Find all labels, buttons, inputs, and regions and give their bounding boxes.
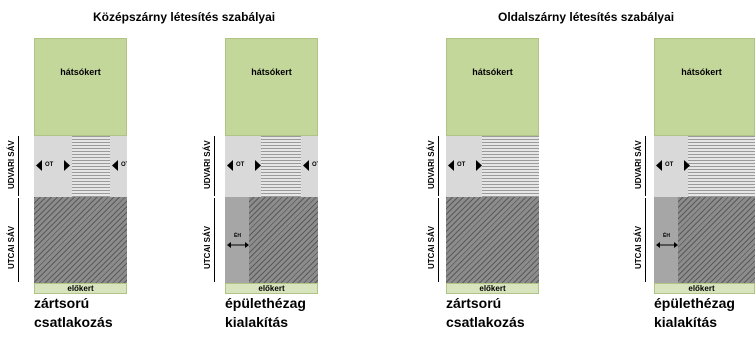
middle-wing-building [72,136,110,197]
yard-band-bracket-line [438,136,439,196]
building-gap-zone [225,197,249,283]
lot-caption-line2: kialakítás [225,314,289,330]
backyard-zone: hátsókert [654,38,755,136]
lot-caption-line1: épülethézag [654,295,735,311]
building-gap-label: ÉH [663,233,670,239]
lot-middle-wing-building-gap: hátsókert OT OT ÉH előkert [225,38,318,294]
frontyard-zone: előkert [34,283,127,294]
setback-marker-label: OT [457,162,466,168]
setback-arrow-left: OT [36,160,70,171]
middle-wing-building [261,136,301,197]
setback-marker-label: OT [665,162,674,168]
lot-caption-line2: csatlakozás [446,314,525,330]
frontyard-label: előkert [67,284,94,293]
frontyard-zone: előkert [446,283,539,294]
setback-marker-label: OT [236,162,245,168]
frontyard-zone: előkert [225,283,318,294]
lot-side-wing-building-gap: hátsókert OT ÉH előkert [654,38,755,294]
yard-band-bracket-line [18,136,19,196]
backyard-zone: hátsókert [225,38,318,136]
setback-marker-label: OT [121,162,127,168]
setback-arrow-left: OT [656,160,690,171]
lot-caption-line1: zártsorú [34,295,90,311]
yard-band-bracket-line [214,136,215,196]
setback-marker-label: OT [312,162,318,168]
lot-caption-line1: épülethézag [225,295,306,311]
backyard-label: hátsókert [681,67,722,77]
yard-band-bracket-line [645,136,646,196]
street-band-label: UTCAI SÁV [203,225,212,269]
backyard-label: hátsókert [251,67,292,77]
building-gap-zone [654,197,678,283]
street-band-building [446,197,539,283]
frontyard-zone: előkert [654,283,755,294]
setback-marker-label: OT [45,162,54,168]
setback-arrow-right: OT [112,160,127,171]
yard-band-label: UDVARI SÁV [427,140,436,189]
street-band-label: UTCAI SÁV [427,225,436,269]
lot-caption-line2: kialakítás [654,314,718,330]
setback-arrow-right: OT [303,160,318,171]
street-band-label: UTCAI SÁV [634,225,643,269]
backyard-label: hátsókert [60,67,101,77]
yard-band-label: UDVARI SÁV [203,140,212,189]
lot-side-wing-closed-row: hátsókert OT előkert [446,38,539,294]
side-wing-building [688,136,755,197]
section-title-side-wing: Oldalszárny létesítés szabályai [498,10,675,24]
street-band-bracket-line [438,198,439,282]
lot-caption-line1: zártsorú [446,295,502,311]
frontyard-label: előkert [688,284,715,293]
setback-arrow-left: OT [448,160,482,171]
backyard-zone: hátsókert [34,38,127,136]
yard-band-label: UDVARI SÁV [634,140,643,189]
street-band-bracket-line [214,198,215,282]
backyard-zone: hátsókert [446,38,539,136]
building-gap-label: ÉH [234,233,241,239]
street-band-label: UTCAI SÁV [7,225,16,269]
frontyard-label: előkert [479,284,506,293]
side-wing-building [482,136,539,197]
backyard-label: hátsókert [472,67,513,77]
section-title-middle-wing: Középszárny létesítés szabályai [93,10,276,24]
street-band-building [34,197,127,283]
yard-band-label: UDVARI SÁV [7,140,16,189]
building-gap-marker: ÉH [656,233,678,251]
frontyard-label: előkert [258,284,285,293]
setback-arrow-left: OT [227,160,261,171]
lot-caption-line2: csatlakozás [34,314,113,330]
lot-middle-wing-closed-row: hátsókert OT OT előkert [34,38,127,294]
street-band-bracket-line [645,198,646,282]
building-gap-marker: ÉH [227,233,249,251]
street-band-bracket-line [18,198,19,282]
